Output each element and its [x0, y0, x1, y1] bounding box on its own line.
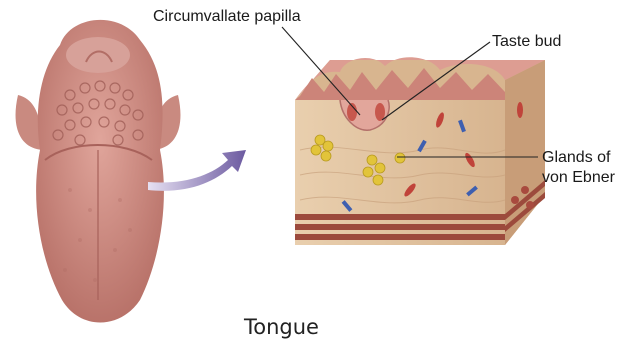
label-circumvallate-papilla: Circumvallate papilla	[153, 7, 301, 26]
label-taste-bud: Taste bud	[492, 32, 561, 51]
tongue-illustration	[16, 20, 181, 323]
label-glands-line1: Glands of	[542, 148, 610, 167]
tissue-block-illustration	[295, 57, 545, 245]
figure-caption: Tongue	[244, 315, 319, 339]
label-glands-line2: von Ebner	[542, 168, 615, 187]
